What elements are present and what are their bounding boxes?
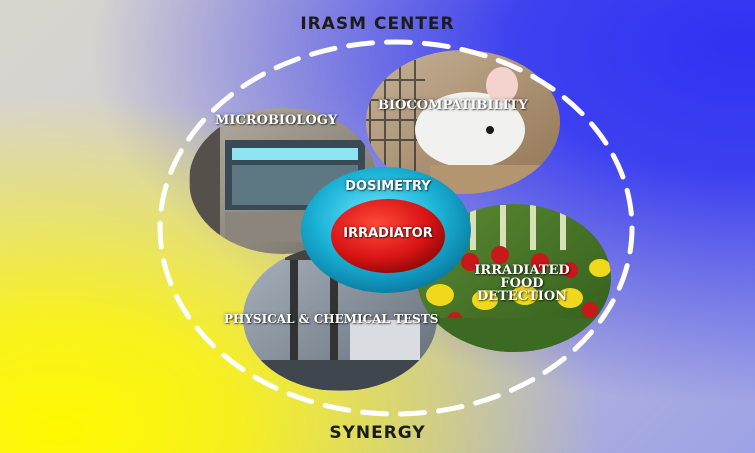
dashed-outer-ring (157, 39, 635, 417)
physical-chemical-label: PHYSICAL & CHEMICAL TESTS (224, 312, 439, 326)
food-detection-label-line-2: FOOD (500, 276, 544, 291)
biocompatibility-photo (366, 50, 560, 194)
food-detection-label-line-1: IRRADIATED (474, 263, 570, 278)
irradiator-label: IRRADIATOR (343, 226, 433, 241)
page-title: IRASM CENTER (300, 14, 455, 34)
food-detection-label-line-3: DETECTION (476, 289, 568, 304)
biocompatibility-label: BIOCOMPATIBILITY (378, 98, 528, 113)
dosimetry-label: DOSIMETRY (345, 179, 431, 194)
irradiator-core (331, 199, 445, 273)
food-detection-label: IRRADIATED FOOD DETECTION (462, 264, 582, 303)
synergy-caption: SYNERGY (329, 423, 426, 443)
microbiology-label: MICROBIOLOGY (215, 113, 338, 128)
